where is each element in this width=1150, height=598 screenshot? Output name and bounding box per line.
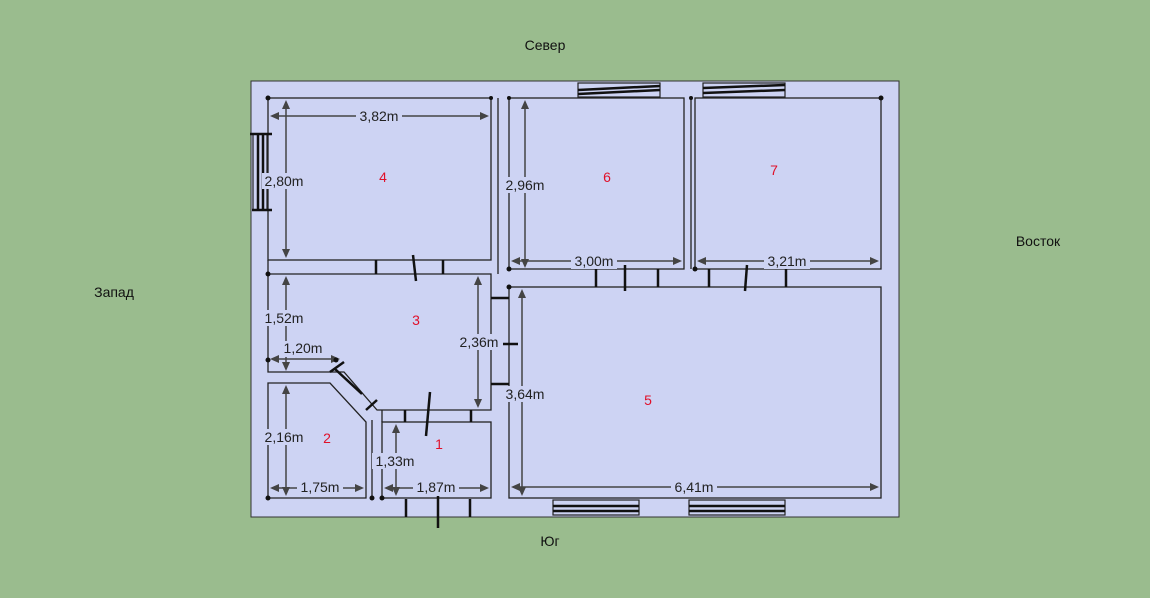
direction-west: Запад bbox=[94, 284, 134, 300]
room-number-6: 6 bbox=[603, 169, 611, 185]
dim-room6-width: 3,00m bbox=[575, 253, 614, 269]
window-south-2 bbox=[688, 499, 786, 516]
windows bbox=[250, 82, 786, 516]
dim-room3-height: 1,52m bbox=[265, 310, 304, 326]
doors bbox=[329, 254, 788, 528]
dim-room1-width: 1,87m bbox=[417, 479, 456, 495]
door-diagonal bbox=[329, 360, 378, 411]
room-number-5: 5 bbox=[644, 392, 652, 408]
room-number-2: 2 bbox=[323, 430, 331, 446]
room-number-3: 3 bbox=[412, 312, 420, 328]
dim-room3-diag: 1,20m bbox=[284, 340, 323, 356]
dim-room5-width: 6,41m bbox=[675, 479, 714, 495]
door-entrance bbox=[404, 494, 472, 528]
dim-room4-width: 3,82m bbox=[360, 108, 399, 124]
room-numbers: 1 2 3 4 5 6 7 bbox=[323, 162, 778, 452]
dim-room5-height: 3,64m bbox=[506, 386, 545, 402]
dim-room2-height: 2,16m bbox=[265, 429, 304, 445]
door-room4 bbox=[374, 254, 445, 282]
door-room1 bbox=[403, 391, 473, 437]
house-outline bbox=[250, 80, 900, 518]
dim-room6-height: 2,96m bbox=[506, 177, 545, 193]
direction-north: Север bbox=[525, 37, 566, 53]
direction-east: Восток bbox=[1016, 233, 1061, 249]
direction-south: Юг bbox=[540, 533, 559, 549]
window-north-2 bbox=[702, 82, 786, 98]
dim-room4-height: 2,80m bbox=[265, 173, 304, 189]
room-number-1: 1 bbox=[435, 436, 443, 452]
dim-room2-width: 1,75m bbox=[301, 479, 340, 495]
corner-markers bbox=[265, 95, 884, 501]
dim-room7-width: 3,21m bbox=[768, 253, 807, 269]
room-2-outline bbox=[267, 382, 367, 499]
dim-room3-right: 2,36m bbox=[460, 334, 499, 350]
door-room6 bbox=[594, 265, 660, 291]
dim-room1-height: 1,33m bbox=[376, 453, 415, 469]
room-3-outline bbox=[267, 273, 492, 411]
window-west bbox=[250, 132, 272, 212]
window-south-1 bbox=[552, 499, 640, 516]
window-north-1 bbox=[577, 82, 661, 98]
dimension-labels: 3,82m 2,80m 2,96m 3,00m 3,21m 1,52m 1,20… bbox=[262, 108, 810, 496]
room-number-4: 4 bbox=[379, 169, 387, 185]
door-room7 bbox=[707, 264, 788, 292]
room-number-7: 7 bbox=[770, 162, 778, 178]
